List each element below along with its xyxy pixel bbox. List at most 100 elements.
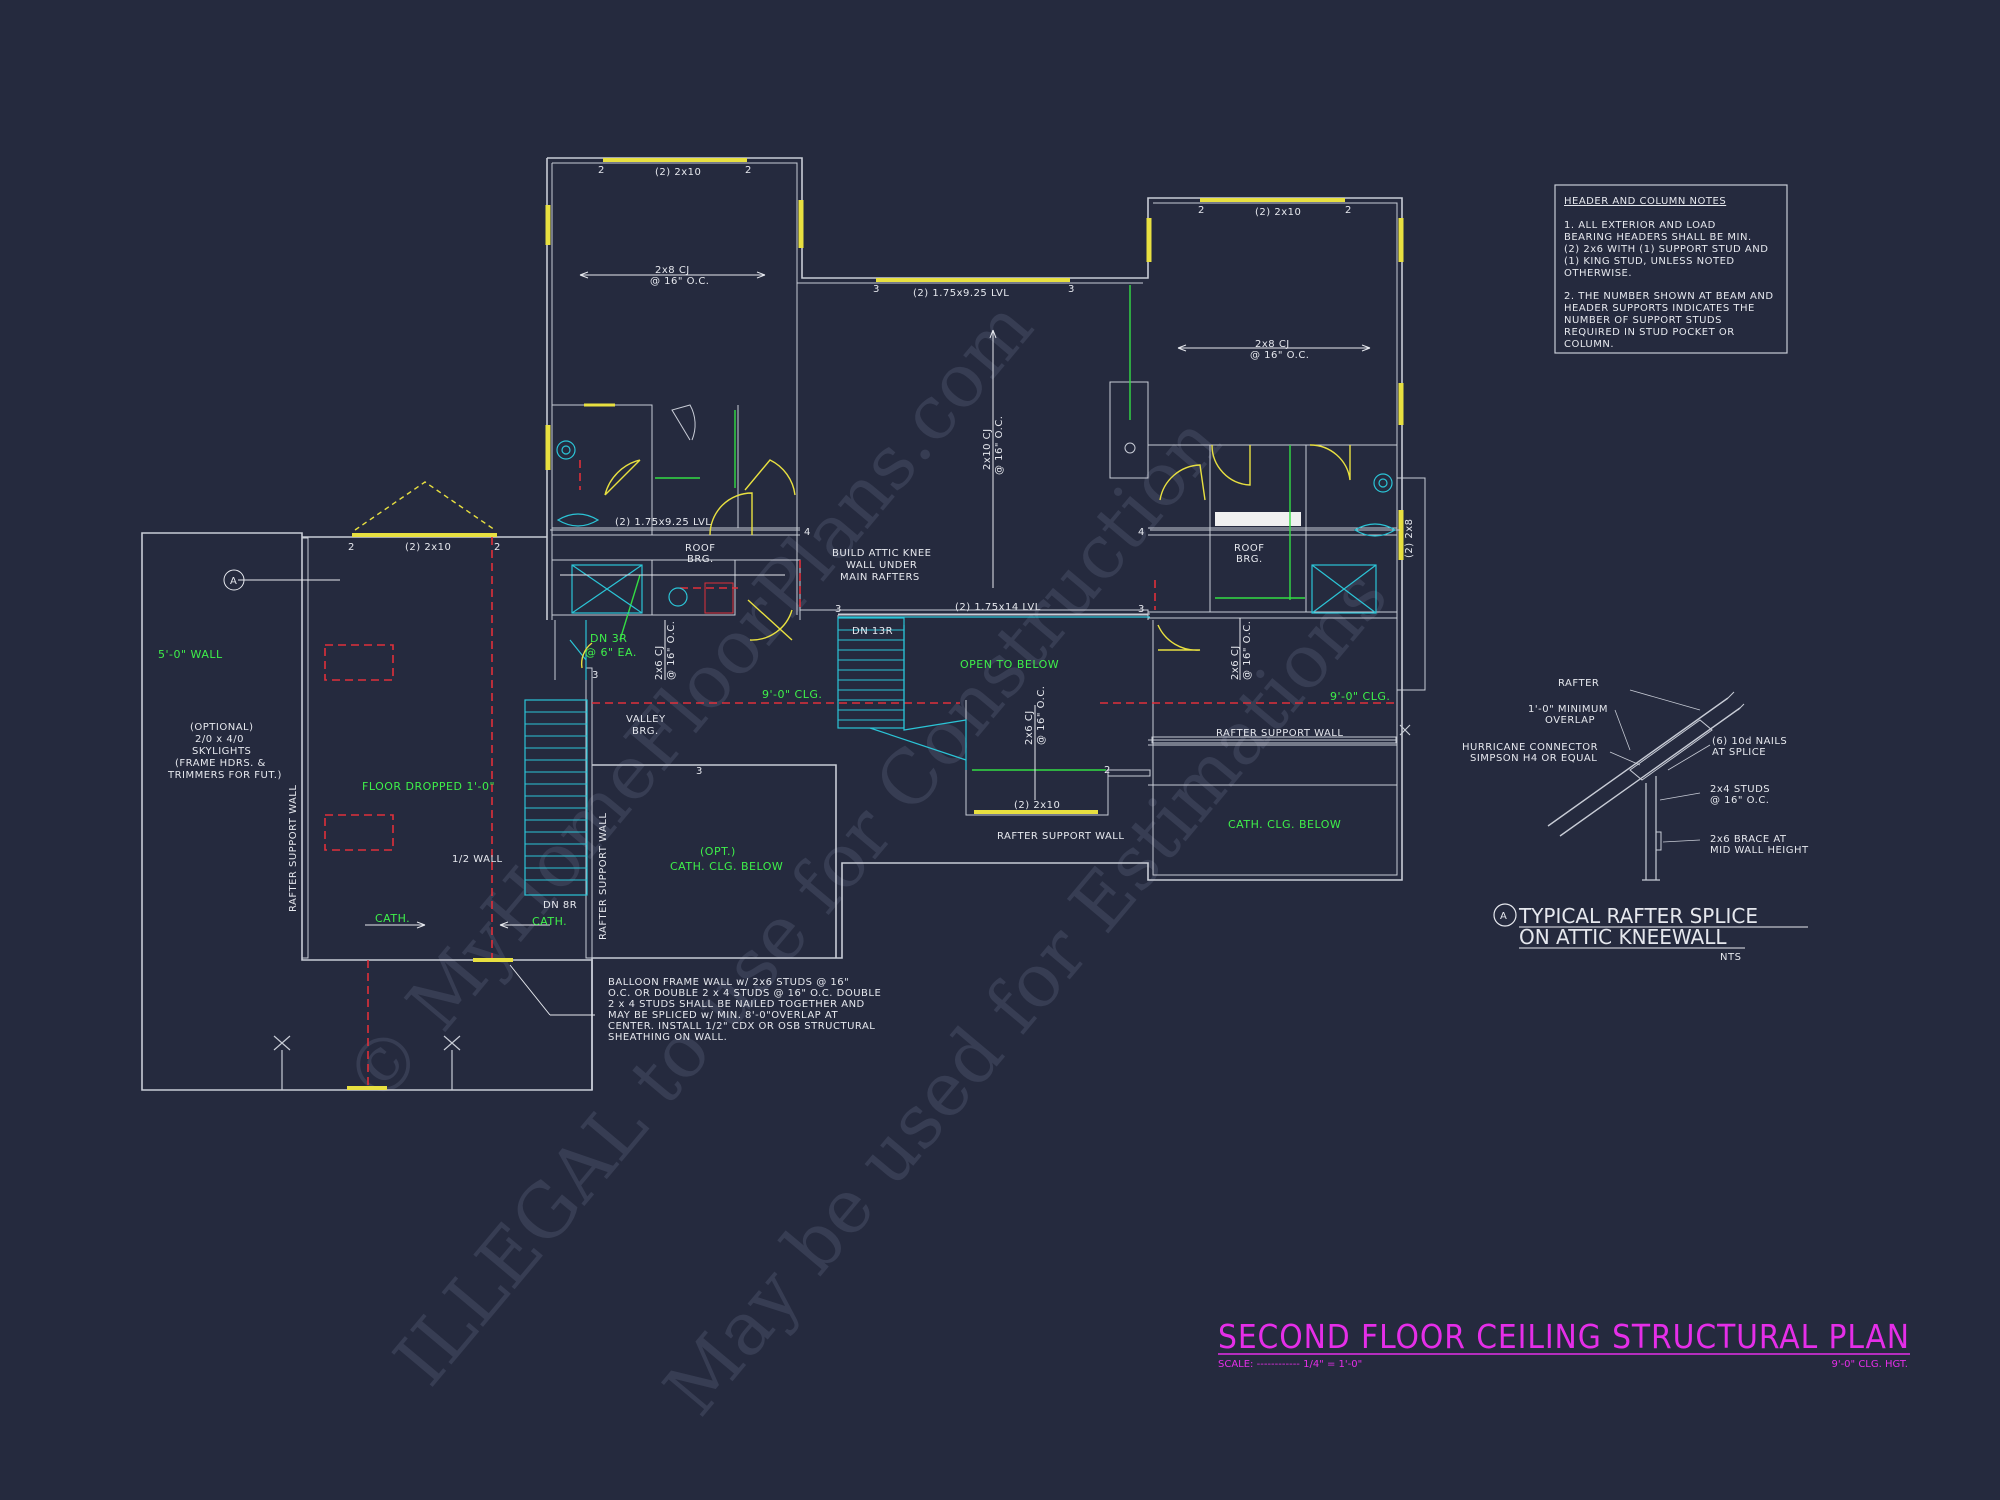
title-block: SECOND FLOOR CEILING STRUCTURAL PLAN SCA…: [1218, 1317, 1910, 1370]
stud-mark: 2: [1345, 205, 1352, 216]
detail-title-1: TYPICAL RAFTER SPLICE: [1518, 904, 1758, 928]
fixtures: [556, 440, 1397, 614]
note-2-line-5: COLUMN.: [1564, 339, 1614, 350]
cath-clg-below: CATH. CLG. BELOW: [1228, 818, 1341, 831]
bay-window: [354, 481, 496, 531]
skylights-note-3: SKYLIGHTS: [192, 746, 251, 757]
valley-bearing: VALLEY: [626, 714, 666, 725]
plan-labels: (2) 2x10 (2) 2x10 (2) 1.75x9.25 LVL (2) …: [158, 167, 1415, 1043]
balloon-note-1: BALLOON FRAME WALL w/ 2x6 STUDS @ 16": [608, 977, 849, 988]
notes-heading: HEADER AND COLUMN NOTES: [1564, 196, 1726, 207]
cath-left: CATH.: [375, 912, 410, 925]
roof-bearing-right: ROOF: [1234, 543, 1264, 554]
beams: [550, 512, 1400, 618]
cj-left: 2x8 CJ: [655, 265, 690, 276]
header-notes: HEADER AND COLUMN NOTES 1. ALL EXTERIOR …: [1554, 184, 1788, 354]
ceiling-right: 9'-0" CLG.: [1330, 690, 1390, 703]
cj-hall-left: 2x6 CJ: [654, 645, 665, 680]
cj-center: 2x10 CJ: [982, 428, 993, 470]
down-8-risers: DN 8R: [543, 900, 577, 911]
cj-right-spacing: @ 16" O.C.: [1250, 350, 1310, 361]
ceiling-left: 9'-0" CLG.: [762, 688, 822, 701]
detail-title-2: ON ATTIC KNEEWALL: [1519, 925, 1727, 949]
drawing-scale: SCALE: ------------ 1/4" = 1'-0": [1218, 1359, 1362, 1370]
down-13-risers: DN 13R: [852, 626, 893, 637]
detail-tag: A: [1500, 911, 1507, 922]
grid-tag-a: A: [230, 576, 237, 587]
cj-hall-right-spacing: @ 16" O.C.: [1242, 621, 1253, 681]
dimension-arrows: [238, 271, 1371, 929]
balloon-note-2: O.C. OR DOUBLE 2 x 4 STUDS @ 16" O.C. DO…: [608, 988, 881, 999]
rafter-support-mid: RAFTER SUPPORT WALL: [598, 813, 609, 940]
note-1-line-5: OTHERWISE.: [1564, 268, 1632, 279]
wall-5ft: 5'-0" WALL: [158, 648, 223, 661]
knee-wall-note-3: MAIN RAFTERS: [840, 572, 920, 583]
stud-mark: 3: [873, 284, 880, 295]
stud-mark: 2: [598, 165, 605, 176]
header-label-right-side: (2) 2x8: [1404, 519, 1415, 559]
skylights-note-4: (FRAME HDRS. &: [175, 758, 266, 769]
stud-mark: 2: [1104, 765, 1111, 776]
down-3-risers-2: @ 6" EA.: [585, 646, 637, 659]
tie-marks: [273, 724, 1411, 1090]
detail-studs-2: @ 16" O.C.: [1710, 795, 1770, 806]
detail-brace-1: 2x6 BRACE AT: [1710, 834, 1787, 845]
cath-right: CATH.: [532, 915, 567, 928]
header-label-stair: (2) 2x10: [1014, 800, 1060, 811]
stud-mark: 4: [1138, 527, 1145, 538]
note-2-line-4: REQUIRED IN STUD POCKET OR: [1564, 327, 1735, 338]
stud-mark: 3: [835, 604, 842, 615]
down-3-risers: DN 3R: [590, 632, 627, 645]
cj-hall-right: 2x6 CJ: [1230, 645, 1241, 680]
open-to-below: OPEN TO BELOW: [960, 658, 1059, 671]
detail-overlap-1: 1'-0" MINIMUM: [1528, 704, 1608, 715]
cj-right: 2x8 CJ: [1255, 339, 1290, 350]
half-wall: 1/2 WALL: [452, 854, 503, 865]
note-1-line-2: BEARING HEADERS SHALL BE MIN.: [1564, 232, 1752, 243]
drawing-ceiling-height: 9'-0" CLG. HGT.: [1831, 1359, 1908, 1370]
detail-nails-1: (6) 10d NAILS: [1712, 736, 1787, 747]
note-2-line-3: NUMBER OF SUPPORT STUDS: [1564, 315, 1722, 326]
header-label-left-lvl: (2) 1.75x9.25 LVL: [615, 517, 711, 528]
stud-mark: 2: [1198, 205, 1205, 216]
detail-connector-2: SIMPSON H4 OR EQUAL: [1470, 753, 1597, 764]
detail-nails-2: AT SPLICE: [1712, 747, 1766, 758]
headers: [347, 158, 1404, 1090]
detail-nts: NTS: [1720, 952, 1741, 963]
note-1-line-4: (1) KING STUD, UNLESS NOTED: [1564, 256, 1735, 267]
header-label-mid-lvl: (2) 1.75x9.25 LVL: [913, 288, 1009, 299]
stud-mark: 3: [592, 670, 599, 681]
stud-mark: 2: [494, 542, 501, 553]
note-1-line-1: 1. ALL EXTERIOR AND LOAD: [1564, 220, 1716, 231]
balloon-note-3: 2 x 4 STUDS SHALL BE NAILED TOGETHER AND: [608, 999, 865, 1010]
detail-brace-2: MID WALL HEIGHT: [1710, 845, 1809, 856]
note-2-line-2: HEADER SUPPORTS INDICATES THE: [1564, 303, 1755, 314]
detail-connector-1: HURRICANE CONNECTOR: [1462, 742, 1598, 753]
balloon-note-6: SHEATHING ON WALL.: [608, 1032, 727, 1043]
stud-mark: 3: [696, 766, 703, 777]
valley-bearing-2: BRG.: [632, 726, 659, 737]
note-2-line-1: 2. THE NUMBER SHOWN AT BEAM AND: [1564, 291, 1774, 302]
roof-bearing-left-2: BRG.: [687, 554, 714, 565]
rafter-splice-detail: RAFTER 1'-0" MINIMUM OVERLAP HURRICANE C…: [1462, 678, 1809, 963]
optional-cath-1: (OPT.): [700, 845, 736, 858]
detail-overlap-2: OVERLAP: [1545, 715, 1595, 726]
knee-wall-note-1: BUILD ATTIC KNEE: [832, 548, 931, 559]
header-label-top-left: (2) 2x10: [655, 167, 701, 178]
optional-cath-2: CATH. CLG. BELOW: [670, 860, 783, 873]
floor-dropped: FLOOR DROPPED 1'-0": [362, 780, 495, 793]
detail-rafter: RAFTER: [1558, 678, 1599, 689]
skylights-note-1: (OPTIONAL): [190, 722, 254, 733]
rafter-support-right: RAFTER SUPPORT WALL: [1216, 728, 1343, 739]
green-lines: [619, 285, 1305, 771]
cj-hall-mid-spacing: @ 16" O.C.: [1036, 686, 1047, 746]
roof-bearing-right-2: BRG.: [1236, 554, 1263, 565]
drawing-title: SECOND FLOOR CEILING STRUCTURAL PLAN: [1218, 1317, 1910, 1356]
balloon-note-5: CENTER. INSTALL 1/2" CDX OR OSB STRUCTUR…: [608, 1021, 875, 1032]
header-label-14-lvl: (2) 1.75x14 LVL: [955, 602, 1041, 613]
stud-mark: 3: [1068, 284, 1075, 295]
knee-wall-note-2: WALL UNDER: [846, 560, 917, 571]
header-label-bonus: (2) 2x10: [405, 542, 451, 553]
cj-center-spacing: @ 16" O.C.: [994, 416, 1005, 476]
